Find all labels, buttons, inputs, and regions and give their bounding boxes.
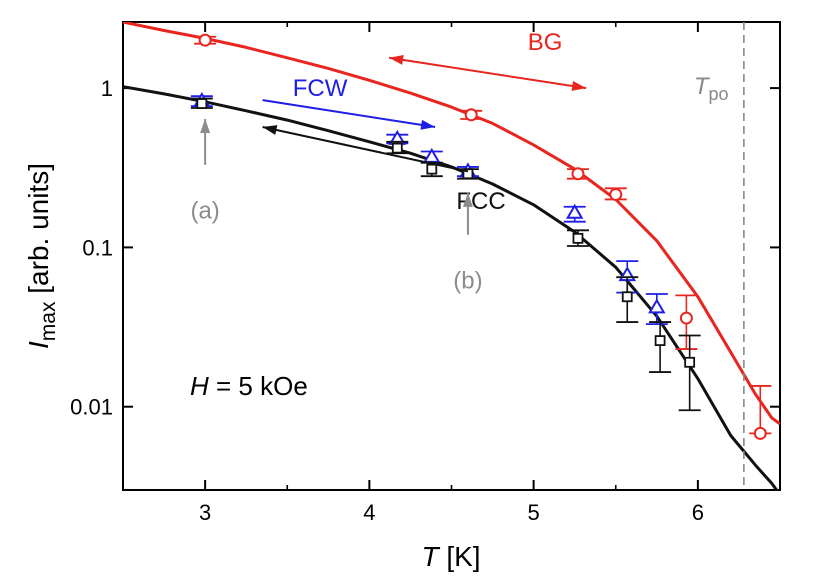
data-point bbox=[565, 203, 584, 219]
data-point bbox=[654, 335, 666, 347]
annotation-label: FCW bbox=[293, 75, 348, 102]
data-point bbox=[571, 167, 585, 181]
annotation-a: (a) bbox=[190, 118, 220, 225]
series-bg bbox=[194, 33, 772, 440]
y-tick-label: 0.01 bbox=[70, 395, 113, 420]
series-fcw bbox=[190, 92, 668, 326]
fit-curve bbox=[123, 22, 780, 426]
arrow-head bbox=[262, 125, 278, 135]
arrow-line bbox=[262, 99, 436, 128]
arrow-head bbox=[389, 54, 404, 65]
y-axis-label-sub: max bbox=[37, 301, 60, 341]
annotation-label: (a) bbox=[190, 198, 219, 225]
x-axis-label-symbol: T bbox=[421, 541, 440, 572]
data-point bbox=[679, 311, 693, 325]
y-tick-label: 0.1 bbox=[82, 235, 113, 260]
axis-ticks: 3 4 5 6 0.01 0.1 1 bbox=[70, 22, 781, 525]
annotation-label: BG bbox=[528, 29, 563, 56]
data-point bbox=[391, 142, 403, 154]
fit-curve bbox=[123, 85, 779, 490]
data-point bbox=[609, 187, 623, 201]
plot-frame bbox=[122, 21, 781, 491]
y-axis-label-unit: [arb. units] bbox=[23, 163, 54, 302]
annotation-label: (b) bbox=[453, 267, 482, 294]
arrow-head bbox=[571, 81, 587, 91]
tpo-marker: Tpo bbox=[694, 22, 745, 490]
data-point bbox=[648, 298, 666, 314]
field-label-symbol: H bbox=[190, 371, 209, 401]
y-tick-label: 1 bbox=[101, 76, 113, 101]
x-tick-label: 6 bbox=[692, 500, 704, 525]
annotation-bg: BG bbox=[388, 29, 587, 91]
annotation-b: (b) bbox=[453, 192, 483, 294]
annotations: BG FCW FCC (a) (b) bbox=[190, 29, 587, 294]
annotation-label: FCC bbox=[456, 188, 505, 215]
data-point bbox=[753, 426, 767, 440]
fit-curves bbox=[123, 22, 780, 490]
y-axis-label-symbol: I bbox=[23, 341, 54, 349]
annotation-fcc: FCC bbox=[262, 125, 506, 215]
x-tick-label: 3 bbox=[199, 500, 211, 525]
x-tick-label: 4 bbox=[363, 500, 375, 525]
data-point bbox=[426, 163, 438, 175]
y-axis-label: Imax [arb. units] bbox=[23, 163, 60, 349]
data-points bbox=[190, 33, 772, 440]
x-tick-label: 5 bbox=[528, 500, 540, 525]
field-label-value: = 5 kOe bbox=[209, 371, 308, 401]
arrow-line bbox=[388, 56, 587, 90]
field-label: H = 5 kOe bbox=[190, 371, 308, 401]
tpo-label-sub: po bbox=[709, 84, 729, 104]
data-point bbox=[684, 356, 696, 368]
arrow-line bbox=[262, 126, 469, 173]
tpo-label: Tpo bbox=[694, 73, 729, 104]
data-point bbox=[621, 291, 633, 303]
data-point bbox=[198, 33, 212, 47]
series-fcc bbox=[190, 97, 701, 412]
annotation-fcw: FCW bbox=[262, 75, 436, 130]
tpo-label-main: T bbox=[694, 73, 711, 100]
x-axis-label-unit: [K] bbox=[439, 541, 481, 572]
arrow-head bbox=[200, 118, 211, 133]
data-point bbox=[572, 232, 584, 244]
x-axis-label: T [K] bbox=[421, 541, 480, 572]
data-point bbox=[196, 98, 208, 109]
arrow-head bbox=[420, 119, 436, 130]
data-point bbox=[464, 108, 478, 122]
arrow-head bbox=[462, 192, 473, 207]
data-point bbox=[462, 168, 474, 180]
